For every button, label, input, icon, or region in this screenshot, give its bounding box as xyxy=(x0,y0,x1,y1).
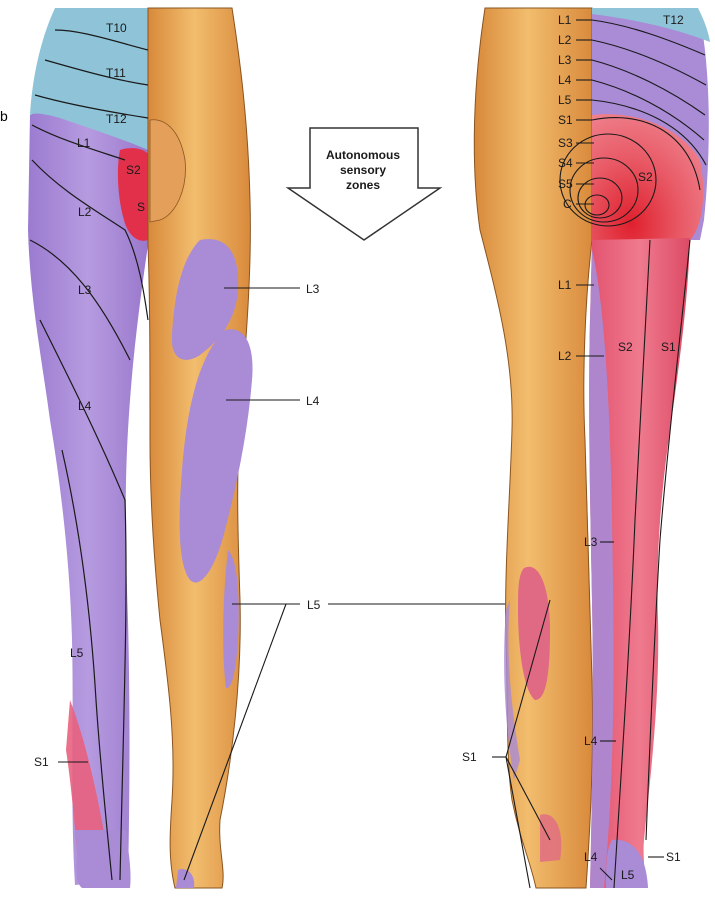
callout-line-1: Autonomous xyxy=(303,148,423,163)
label-front-l3: L3 xyxy=(78,283,91,297)
label-front-l1: L1 xyxy=(77,136,90,150)
label-t12: T12 xyxy=(106,112,127,126)
callout-line-3: zones xyxy=(303,178,423,193)
label-back-foot-l5: L5 xyxy=(621,868,634,882)
callout-line-2: sensory xyxy=(303,163,423,178)
label-back-foot-l4: L4 xyxy=(584,850,597,864)
label-zone-l4: L4 xyxy=(306,394,319,408)
label-back-leg-s1: S1 xyxy=(661,340,676,354)
label-back-leg-s2: S2 xyxy=(618,340,633,354)
label-front-l5: L5 xyxy=(70,646,83,660)
label-back-l5: L5 xyxy=(558,93,571,107)
label-back-l3: L3 xyxy=(558,53,571,67)
label-back-foot-s1: S1 xyxy=(666,850,681,864)
label-back-leg-l4: L4 xyxy=(584,734,597,748)
label-back-leg-l3: L3 xyxy=(584,535,597,549)
label-zone-l3: L3 xyxy=(306,282,319,296)
label-t11: T11 xyxy=(106,66,126,80)
label-back-s2: S2 xyxy=(638,170,653,184)
label-back-s3: S3 xyxy=(558,136,573,150)
label-back-l1: L1 xyxy=(558,13,571,27)
label-front-l4: L4 xyxy=(78,399,91,413)
back-view xyxy=(474,8,710,888)
label-front-s1: S1 xyxy=(34,755,49,769)
front-view xyxy=(28,8,253,888)
label-back-t12: T12 xyxy=(663,13,684,27)
autonomous-zones-label: Autonomous sensory zones xyxy=(303,148,423,193)
label-back-s5: S5 xyxy=(558,177,573,191)
label-front-s2: S2 xyxy=(126,163,141,177)
label-back-l2: L2 xyxy=(558,33,571,47)
label-back-leg-l2: L2 xyxy=(558,349,571,363)
label-t10: T10 xyxy=(106,21,127,35)
front-left-foot xyxy=(75,830,131,888)
label-front-s: S xyxy=(137,200,145,214)
label-back-c: C xyxy=(563,197,572,211)
partial-figure-letter: b xyxy=(0,108,8,124)
label-zone-l5: L5 xyxy=(307,598,320,612)
label-zone-s1: S1 xyxy=(462,750,477,764)
label-back-l4: L4 xyxy=(558,73,571,87)
label-back-s4: S4 xyxy=(558,156,573,170)
label-back-s1: S1 xyxy=(558,113,573,127)
label-front-l2: L2 xyxy=(78,205,91,219)
label-back-leg-l1: L1 xyxy=(558,278,571,292)
back-skin-left xyxy=(474,8,592,888)
